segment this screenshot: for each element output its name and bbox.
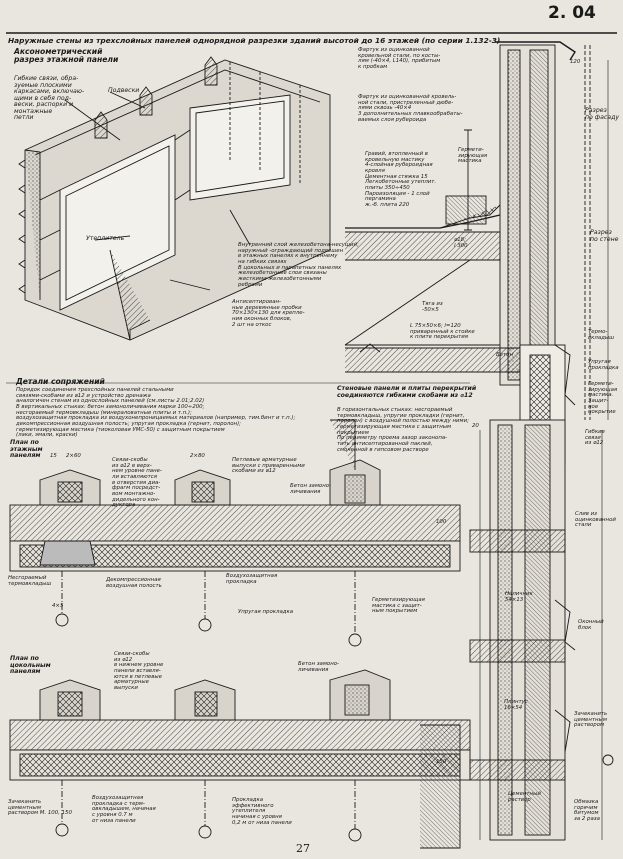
dim-120: 120 [570,59,581,65]
label-mortar: Цементный раствор [508,791,541,803]
label-airproof2: Воздухозащитная прокладка с терм- овклад… [92,795,156,824]
page-number: 27 [296,842,310,855]
label-plinth: Плинтус 16×54 [504,699,528,711]
label-drip: Слив из оцинкованной стали [575,511,616,529]
label-inner-layer: Внутренний слой железобетона-несущий; на… [238,242,359,288]
axonometric-panel [18,56,331,341]
label-cut-facade: Разрез по фасаду [585,107,620,121]
label-thermal: Термо- вкладыш [588,329,615,341]
label-monolith2: Бетон замоно- личивания [298,661,339,673]
label-concrete: Бетон [496,352,513,358]
storey-joint-details [6,382,470,647]
label-gravel: Гравий, втопленный в кровельную мастику … [365,151,437,209]
dim-100: 100 [436,519,447,525]
page-title: Наружные стены из трехслойных панелей од… [8,36,501,45]
label-cement: Зачеканить цементным раствором М. 100, 1… [8,799,72,817]
label-insulation: Утеплитель [86,235,125,242]
plan-storey: План по этажным панелям [10,439,43,459]
label-elastic: Упругая прокладка [238,609,294,615]
details-intro: Порядок соединения трехслойных панелей с… [16,387,296,439]
label-mastic2: Гермети- зирующая мастика. Защит- ное по… [588,381,618,416]
label-gasket: Прокладка эффективного утеплителя начина… [232,797,292,826]
label-hangers: Подвески [108,87,140,94]
label-window: Оконный блок [578,619,604,631]
dim-4x5: 4×5 [52,603,64,609]
label-ties: Гибкие связи, обра- зуемые плоскими карк… [14,75,85,121]
walls-text: В горизонтальных стыках: несгораемый тер… [337,407,469,453]
label-angle: L 75×50×6; l=120 приваренный к стойке к … [410,323,475,341]
label-mastic: Герметизирующая мастика с защит- ным пок… [372,597,425,615]
dim-15: 15 [50,453,57,459]
label-flex-tie: Гибкие связи из ⌀12 [585,429,605,447]
dim-150: 150 [436,759,447,765]
axonometry-header: Аксонометрический разрез этажной панели [14,47,119,64]
label-sealing-mastic: Гермети- зирующая мастика [458,147,488,165]
dim-20: 20 [472,423,479,429]
label-rod: ⌀18; l 300 [454,237,468,249]
label-ties2: Связи-скобы из ⌀12 в нижнем уровне панел… [114,651,164,692]
label-airproof: Воздухозащитная прокладка [226,573,278,585]
label-plugs: Антисептирован- ные деревянные пробки 70… [232,299,305,328]
label-tie-brackets: Связи-скобы из ⌀12 в верх- нем уровне па… [112,457,162,509]
dim-2x80: 2×80 [190,453,205,459]
label-trim: Наличник 54×13 [505,591,533,603]
label-decomp: Декомпрессионная воздушная полость [106,577,162,589]
label-apron-lower: Фартук из оцинкованной кровель- ной стал… [358,94,463,123]
label-paint: Обмазка горячим битумом за 2 раза [574,799,600,823]
label-apron-upper: Фартук из оцинкованной кровельной стали,… [358,47,441,71]
details-header: Детали сопряжений [16,377,105,386]
plan-plinth: План по цокольным панелям [10,655,51,675]
label-cut-wall: Разрез по стене [590,229,619,243]
dim-2x60: 2×60 [66,453,81,459]
label-cement2: Зачеканить цементным раствором [574,711,608,729]
label-monolith: Бетон замоно- личивания [290,483,331,495]
label-loops: Петлевые арматурные выпуски с приваренны… [232,457,305,475]
walls-header: Стеновые панели и плиты перекрытий соеди… [337,385,477,399]
label-noncomb-insert: Несгораемый термовкладыш [8,575,52,587]
label-elastic2: Упругая прокладка [588,359,619,371]
label-tie: Тяга из -50×5 [422,301,443,313]
wall-vertical-section [469,419,614,841]
sheet-code: 2. 04 [548,3,596,23]
